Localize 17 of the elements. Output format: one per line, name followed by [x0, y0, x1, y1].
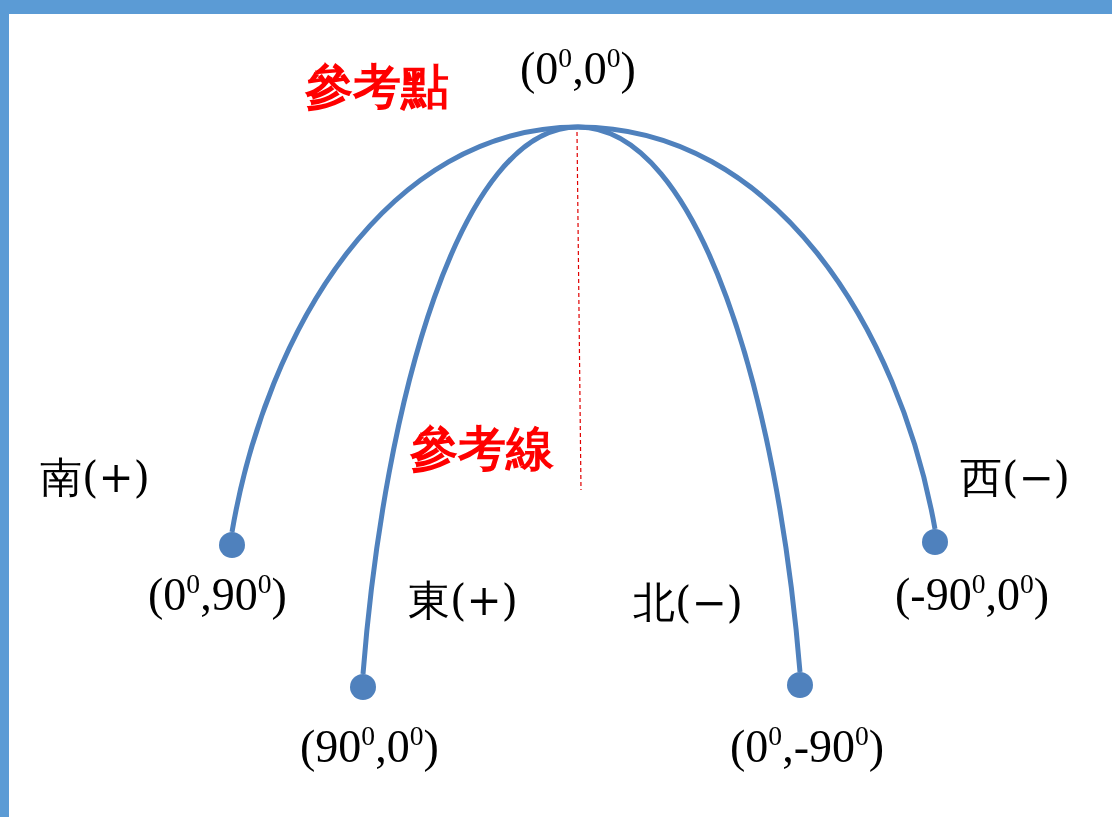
- coordinate-label: (90$^{0}$,0$^{0}$): [300, 724, 439, 770]
- end-dot: [350, 674, 376, 700]
- curve: [577, 124, 938, 530]
- reference-point-label: 參考點: [305, 62, 449, 110]
- coordinate-label: (0$^{0}$,-90$^{0}$): [730, 724, 885, 770]
- direction-label: 南(+): [40, 457, 150, 499]
- direction-label: 西(−): [960, 457, 1070, 499]
- end-dot: [787, 672, 813, 698]
- end-dot: [922, 529, 948, 555]
- direction-label: 東(+): [408, 580, 518, 622]
- reference-line-label: 參考線: [410, 424, 554, 472]
- coordinate-label: (-90$^{0}$,0$^{0}$): [895, 572, 1050, 618]
- end-dot: [219, 532, 245, 558]
- direction-label: 北(−): [633, 582, 743, 624]
- coordinate-label: (0$^{0}$,90$^{0}$): [148, 572, 287, 618]
- curve: [360, 124, 579, 675]
- coordinate-label: (0$^{0}$,0$^{0}$): [520, 46, 636, 92]
